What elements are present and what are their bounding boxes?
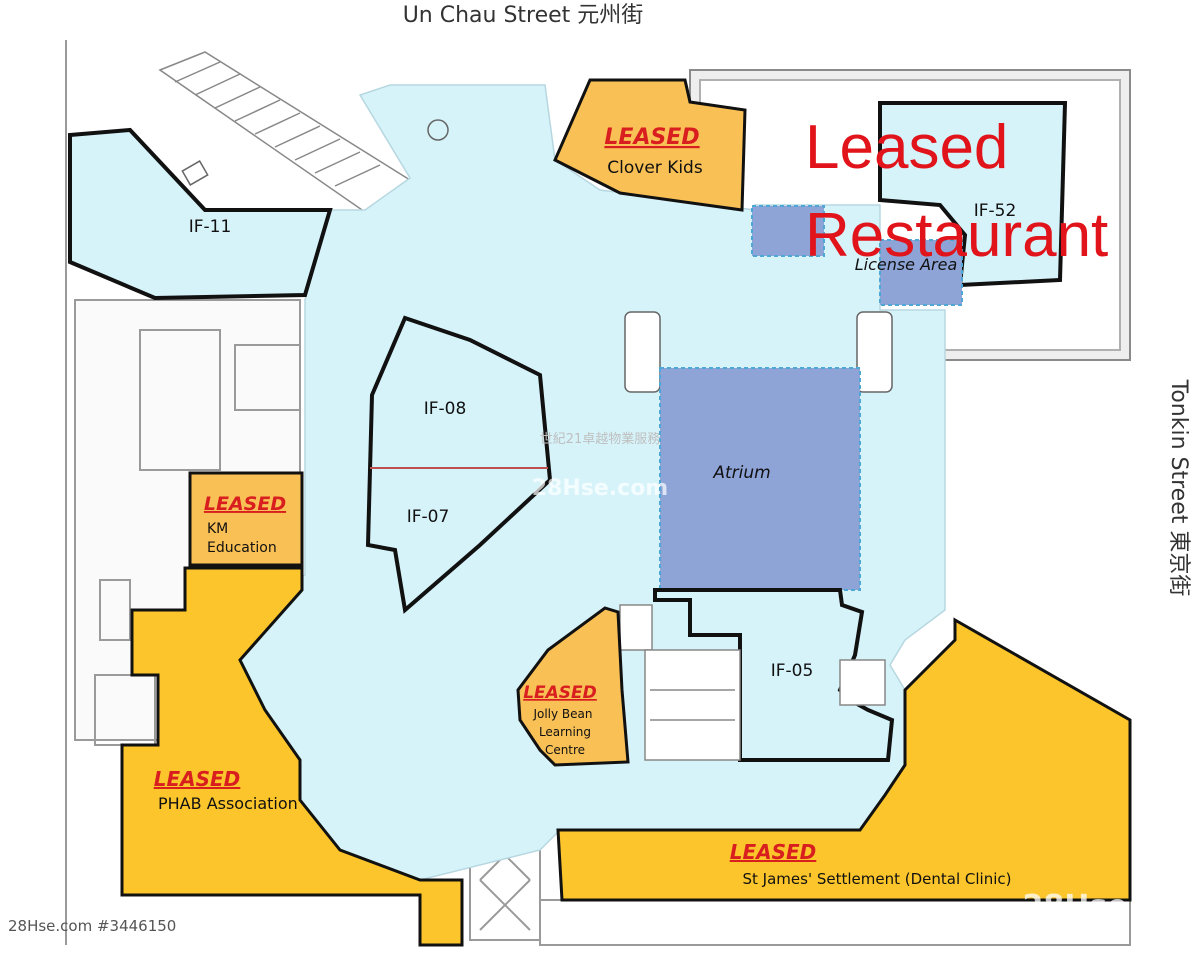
tenant-jolly-bean-line1: Jolly Bean	[532, 707, 592, 721]
leased-tag-clover-kids: LEASED	[604, 125, 699, 150]
unit-if05[interactable]	[653, 588, 895, 762]
unit-label-if05: IF-05	[771, 661, 814, 681]
tenant-st-james-settlement: St James' Settlement (Dental Clinic)	[743, 870, 1012, 888]
tenant-clover-kids: Clover Kids	[607, 158, 703, 178]
leased-tag-st-james: LEASED	[730, 840, 817, 864]
unit-label-if11: IF-11	[189, 217, 232, 237]
overlay-leased-text: Leased	[805, 113, 1008, 182]
tenant-km-education-line2: Education	[207, 540, 277, 556]
license-area-west[interactable]	[751, 205, 825, 257]
public-fixtures	[181, 119, 893, 393]
leased-tag-jolly-bean: LEASED	[523, 683, 597, 703]
unit-if11[interactable]	[68, 127, 333, 301]
tenant-phab-association: PHAB Association	[158, 794, 298, 813]
unit-label-if52: IF-52	[974, 201, 1017, 221]
leased-km-education[interactable]	[188, 471, 304, 567]
unit-label-if08: IF-08	[424, 399, 467, 419]
tenant-jolly-bean-line2: Learning	[539, 725, 591, 739]
street-label-north: Un Chau Street 元州街	[403, 3, 644, 28]
unit-label-if07: IF-07	[407, 507, 450, 527]
watermark-corner: 28Hse	[1022, 889, 1127, 924]
watermark-agency: 世紀21卓越物業服務	[540, 431, 661, 447]
watermark-site: 28Hse.com	[532, 476, 668, 501]
unit-if08-if07[interactable]	[365, 315, 553, 614]
leased-jolly-bean[interactable]	[516, 606, 630, 767]
zone-label-atrium: Atrium	[712, 463, 770, 483]
leased-tag-phab-association: LEASED	[154, 767, 241, 791]
leased-phab-association[interactable]	[120, 566, 464, 947]
leased-st-james-settlement[interactable]	[556, 617, 1132, 902]
leased-clover-kids[interactable]	[553, 78, 747, 212]
overlay-restaurant-text: Restaurant	[805, 201, 1108, 270]
tenant-km-education-line1: KM	[207, 521, 228, 537]
service-core	[619, 604, 886, 761]
license-area-label: License Area	[855, 255, 958, 274]
zone-atrium[interactable]	[659, 367, 861, 591]
street-label-east: Tonkin Street 東京街	[1166, 379, 1191, 597]
watermark-listing: 28Hse.com #3446150	[8, 917, 176, 935]
leased-tag-km-education: LEASED	[204, 493, 286, 515]
license-area-east[interactable]	[879, 239, 963, 306]
tenant-jolly-bean-line3: Centre	[545, 743, 585, 757]
